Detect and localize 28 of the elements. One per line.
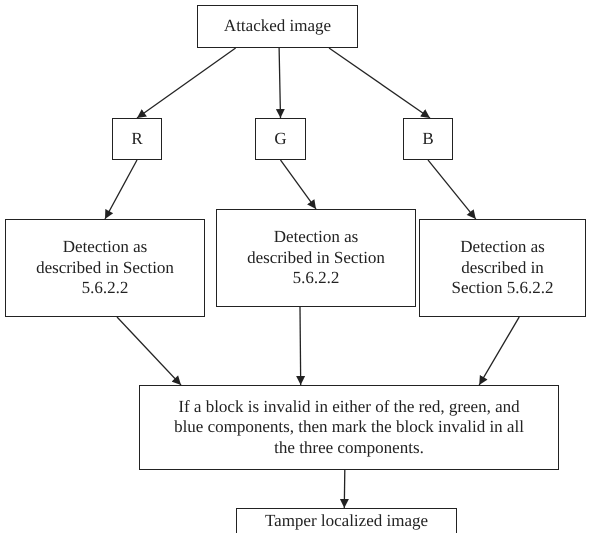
box-text: B bbox=[422, 128, 434, 150]
process-box bbox=[5, 219, 205, 317]
process-box bbox=[216, 209, 416, 307]
box-text: Detection as described in Section 5.6.2.2 bbox=[450, 237, 554, 299]
box-text: G bbox=[274, 128, 287, 150]
arrow bbox=[340, 470, 349, 508]
box-text: Detection as described in Section 5.6.2.2 bbox=[247, 227, 385, 289]
arrow bbox=[104, 160, 138, 220]
box-text: Detection as described in Section 5.6.2.2 bbox=[36, 237, 174, 299]
arrow bbox=[328, 47, 430, 119]
arrow bbox=[478, 316, 520, 386]
box-text: If a block is invalid in either of the red, green, and blue components, then mark the block invalid in all the three components. bbox=[173, 396, 525, 458]
arrow bbox=[276, 48, 285, 118]
box-text: Attacked image bbox=[224, 16, 332, 37]
process-box bbox=[139, 385, 559, 470]
process-box bbox=[236, 508, 457, 533]
process-box bbox=[112, 118, 162, 160]
arrow bbox=[296, 307, 306, 385]
arrow bbox=[280, 160, 317, 210]
process-box bbox=[197, 5, 358, 48]
process-box bbox=[255, 118, 306, 160]
box-text: Tamper localized image bbox=[264, 511, 428, 532]
box-text: R bbox=[131, 128, 143, 150]
process-box bbox=[403, 118, 453, 160]
arrow bbox=[136, 47, 236, 119]
arrow bbox=[116, 316, 182, 386]
arrow bbox=[428, 160, 476, 220]
process-box bbox=[419, 219, 586, 317]
